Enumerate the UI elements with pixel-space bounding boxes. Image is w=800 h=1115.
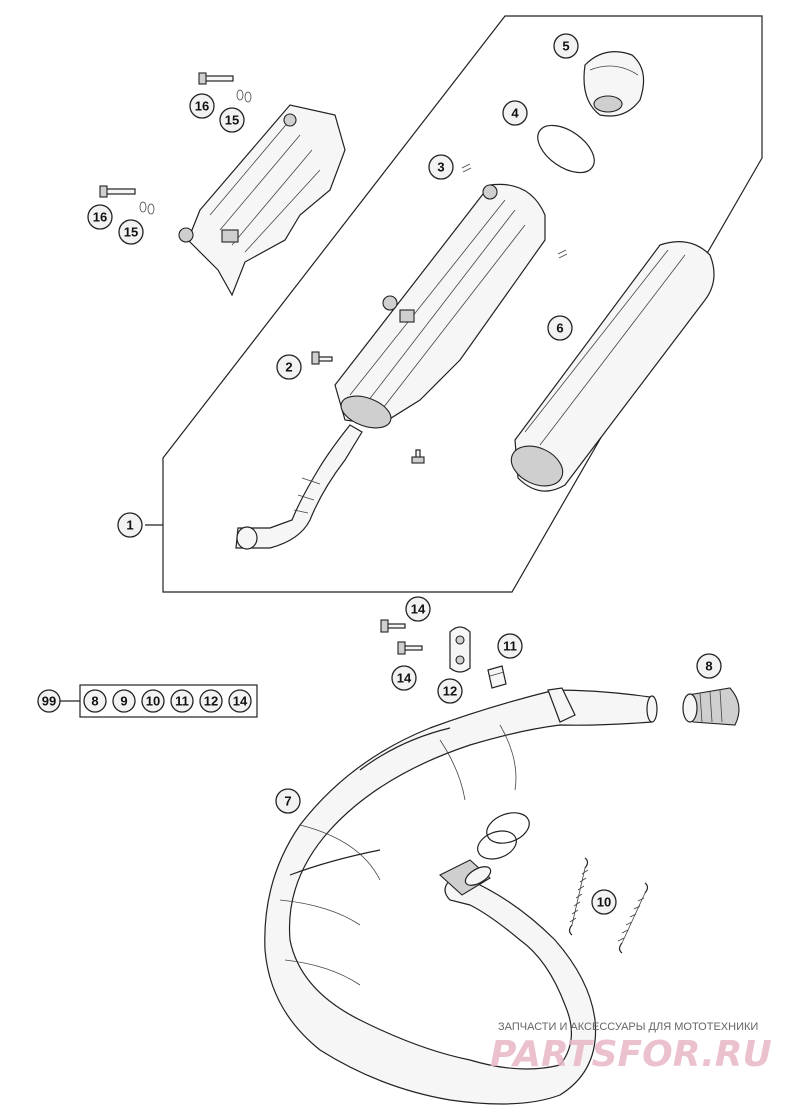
bracket-bolt-lower [397, 641, 423, 655]
svg-text:16: 16 [195, 99, 209, 114]
svg-text:2: 2 [285, 360, 292, 375]
kit-item-circle [83, 689, 107, 713]
silencer-sleeve [510, 241, 715, 492]
silencer-assembly-outline [162, 15, 763, 593]
svg-text:10: 10 [597, 895, 611, 910]
kit-item: 10 [146, 694, 160, 709]
callout-15-upper: 15 [219, 107, 245, 133]
watermark: ЗАПЧАСТИ И АКСЕССУАРЫ ДЛЯ МОТОТЕХНИКИ PA… [490, 1021, 772, 1075]
kit-box [79, 684, 258, 718]
svg-text:12: 12 [443, 684, 457, 699]
callout-16-lower: 16 [87, 204, 113, 230]
end-cap [583, 51, 645, 117]
bracket [449, 626, 471, 673]
callout-1: 1 [117, 512, 143, 538]
watermark-tagline: ЗАПЧАСТИ И АКСЕССУАРЫ ДЛЯ МОТОТЕХНИКИ [498, 1021, 758, 1033]
kit-item-circle [112, 689, 136, 713]
kit-item-circle [170, 689, 194, 713]
callout-7: 7 [275, 788, 301, 814]
kit-item: 8 [91, 694, 98, 709]
callout-11: 11 [497, 633, 523, 659]
svg-text:4: 4 [511, 106, 519, 121]
screw-2 [311, 351, 333, 365]
callouts: 1 2 3 4 5 6 7 8 10 11 12 14 14 15 15 16 … [87, 33, 722, 915]
gasket-inner [477, 830, 517, 860]
svg-text:6: 6 [556, 321, 563, 336]
callout-6: 6 [547, 315, 573, 341]
callout-4: 4 [502, 100, 528, 126]
callout-16-upper: 16 [189, 93, 215, 119]
kit-item: 12 [204, 694, 218, 709]
callout-15-lower: 15 [118, 219, 144, 245]
clip-nut [487, 665, 507, 689]
svg-text:1: 1 [126, 518, 133, 533]
svg-text:11: 11 [503, 639, 517, 654]
heat-guard-bolt-upper [198, 72, 252, 103]
kit-item: 11 [175, 694, 189, 709]
kit-label: 99 [42, 694, 56, 709]
gasket-outer [486, 812, 530, 844]
svg-text:15: 15 [124, 225, 138, 240]
svg-text:5: 5 [562, 39, 569, 54]
callout-3: 3 [428, 154, 454, 180]
svg-text:15: 15 [225, 113, 239, 128]
svg-text:14: 14 [411, 602, 426, 617]
svg-text:8: 8 [705, 659, 712, 674]
kit-reference: 99 8 9 10 11 12 14 [37, 684, 258, 718]
kit-item-circle [141, 689, 165, 713]
kit-item: 14 [233, 694, 248, 709]
spring-left [568, 857, 589, 936]
svg-text:7: 7 [284, 794, 291, 809]
kit-item-circle [228, 689, 252, 713]
callout-5: 5 [553, 33, 579, 59]
rubber-sleeve [682, 687, 740, 726]
screw-3 [461, 163, 568, 259]
exhaust-pipe [264, 687, 658, 1105]
callout-10: 10 [591, 889, 617, 915]
callout-14-upper: 14 [405, 596, 431, 622]
watermark-logo: PARTSFOR.RU [490, 1034, 772, 1075]
callout-2: 2 [276, 354, 302, 380]
spring-right [617, 882, 649, 954]
heat-guard-bolt-lower [99, 185, 155, 215]
svg-text:16: 16 [93, 210, 107, 225]
svg-text:14: 14 [397, 671, 412, 686]
screw-lower [411, 449, 425, 464]
svg-text:3: 3 [437, 160, 444, 175]
callout-12: 12 [437, 678, 463, 704]
callout-14-lower: 14 [391, 665, 417, 691]
silencer-body [235, 183, 546, 550]
kit-item: 9 [120, 694, 127, 709]
heat-guard [178, 104, 346, 297]
callout-8: 8 [696, 653, 722, 679]
o-ring [537, 124, 595, 174]
bracket-bolt-upper [380, 619, 406, 633]
kit-item-circle [199, 689, 223, 713]
